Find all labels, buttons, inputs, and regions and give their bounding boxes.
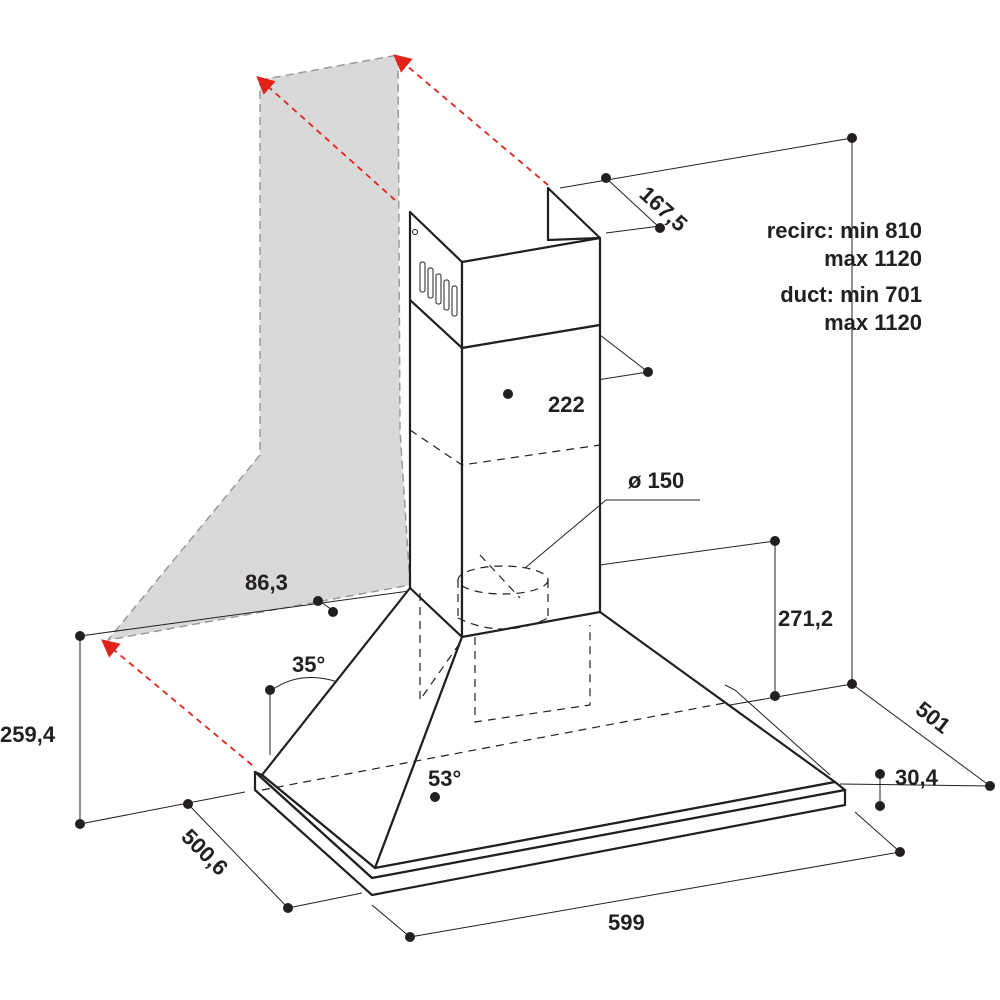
angle-side-label: 35°	[292, 652, 325, 677]
angle-front-label: 53°	[428, 766, 461, 791]
dim-canopy-depth-side: 500,6	[176, 824, 233, 881]
rear-lip	[724, 684, 831, 776]
angle-arc-35	[271, 677, 339, 691]
note-recirc-max: max 1120	[824, 246, 922, 271]
dim-wall-height: 259,4	[0, 722, 56, 747]
dim-hood-height: 271,2	[778, 606, 833, 631]
note-recirc-min: recirc: min 810	[767, 218, 922, 243]
dim-outlet-diameter: ø 150	[628, 468, 684, 493]
hidden-lines	[261, 554, 731, 791]
upper-chimney-back	[546, 186, 602, 242]
wall-silhouette	[106, 54, 411, 642]
lower-chimney-front	[460, 323, 602, 639]
note-duct-max: max 1120	[824, 310, 922, 335]
hidden-chimney-edges	[409, 429, 601, 466]
dim-rim-height: 30,4	[895, 765, 939, 790]
dim-chimney-width: 222	[548, 392, 585, 417]
note-duct-min: duct: min 701	[780, 282, 922, 307]
wall-guide-top-left	[256, 76, 396, 201]
vent-slots	[412, 229, 458, 317]
lower-chimney-side	[408, 298, 464, 639]
dimension-dots	[75, 133, 995, 942]
canopy-rim	[253, 770, 847, 897]
dim-width: 599	[608, 910, 645, 935]
wall-guide-top-right	[393, 54, 549, 186]
dim-offset: 86,3	[245, 570, 288, 595]
wall-guide-bottom	[101, 639, 253, 766]
diameter-leader	[524, 499, 700, 569]
